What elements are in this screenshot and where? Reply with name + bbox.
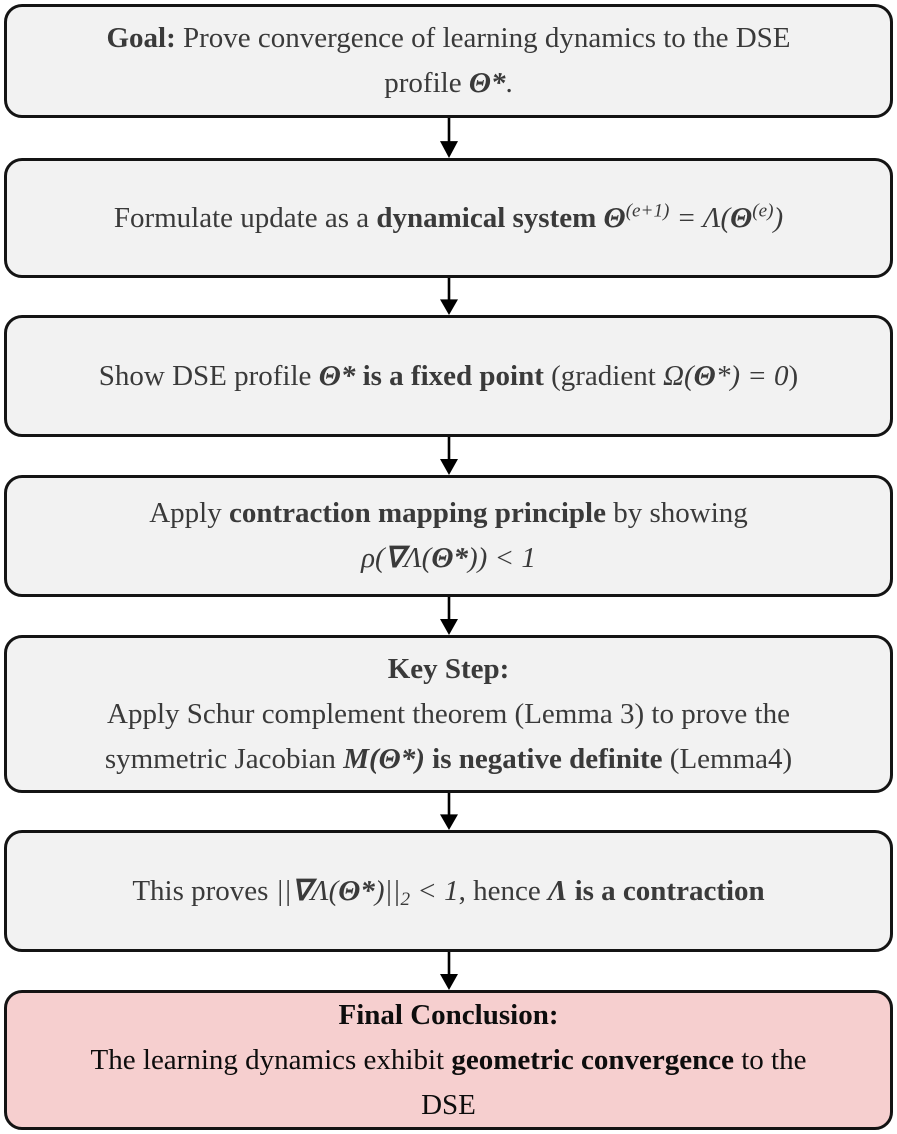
flow-box-fixed-point: Show DSE profile Θ* is a fixed point (gr… bbox=[4, 315, 893, 437]
flow-box-text-line: Key Step: bbox=[387, 652, 510, 685]
flow-box-text-line: symmetric Jacobian M(Θ*) is negative def… bbox=[104, 742, 793, 775]
flow-box-contraction-mapping: Apply contraction mapping principle by s… bbox=[4, 475, 893, 597]
flow-box-final-conclusion: Final Conclusion: The learning dynamics e… bbox=[4, 990, 893, 1130]
flow-box-text-line: Apply Schur complement theorem (Lemma 3)… bbox=[107, 697, 790, 730]
down-arrow-icon bbox=[4, 278, 893, 315]
flow-box-text-line: profile Θ*. bbox=[384, 67, 513, 99]
flow-box-goal: Goal: Prove convergence of learning dyna… bbox=[4, 4, 893, 118]
down-arrow-icon bbox=[4, 118, 893, 158]
flow-box-text-line: DSE bbox=[421, 1088, 476, 1121]
flow-box-text-line: This proves ||∇Λ(Θ*)||2 < 1, hence Λ is … bbox=[132, 874, 765, 910]
down-arrow-icon bbox=[4, 597, 893, 635]
flow-box-text-line: Goal: Prove convergence of learning dyna… bbox=[106, 22, 791, 54]
down-arrow-icon bbox=[4, 952, 893, 990]
flow-box-text-line: Apply contraction mapping principle by s… bbox=[149, 497, 748, 529]
flow-box-contraction-result: This proves ||∇Λ(Θ*)||2 < 1, hence Λ is … bbox=[4, 830, 893, 952]
flow-box-text-line: ρ(∇Λ(Θ*)) < 1 bbox=[361, 542, 536, 574]
down-arrow-icon bbox=[4, 793, 893, 830]
flow-box-key-step: Key Step: Apply Schur complement theorem … bbox=[4, 635, 893, 793]
flow-box-text-line: The learning dynamics exhibit geometric … bbox=[90, 1043, 807, 1076]
flow-box-text-line: Formulate update as a dynamical system Θ… bbox=[113, 199, 784, 234]
flow-box-dynamical-system: Formulate update as a dynamical system Θ… bbox=[4, 158, 893, 278]
flow-box-text-line: Final Conclusion: bbox=[338, 998, 559, 1031]
down-arrow-icon bbox=[4, 437, 893, 475]
flow-box-text-line: Show DSE profile Θ* is a fixed point (gr… bbox=[98, 359, 799, 392]
